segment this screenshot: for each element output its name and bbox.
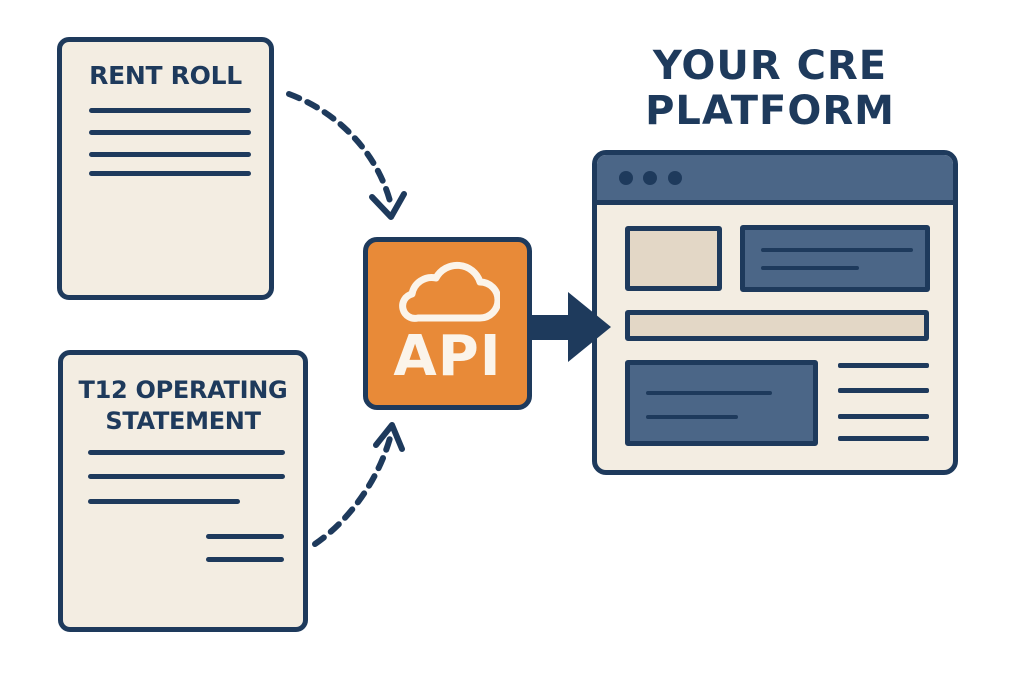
window-titlebar — [597, 155, 953, 205]
window-dot — [668, 171, 682, 185]
api-box: API — [363, 237, 532, 410]
text-line — [838, 363, 929, 368]
t12-title-line-1: T12 OPERATING — [78, 376, 288, 404]
card-line — [761, 266, 859, 270]
text-line — [89, 152, 251, 157]
text-line — [89, 130, 251, 135]
card-line — [646, 391, 772, 395]
api-to-platform-arrowhead — [568, 292, 611, 362]
cloud-icon — [399, 261, 500, 322]
text-line — [89, 171, 251, 176]
text-line — [206, 557, 284, 562]
arrowhead-icon — [373, 422, 405, 452]
text-line — [88, 474, 285, 479]
content-card — [625, 360, 818, 446]
window-dot — [643, 171, 657, 185]
platform-window — [592, 150, 958, 475]
api-label: API — [393, 324, 502, 389]
platform-title-line-1: YOUR CRE — [652, 43, 888, 89]
content-bar — [625, 310, 929, 341]
text-line — [838, 436, 929, 441]
rent-roll-to-api-arrow — [286, 91, 394, 208]
text-line — [838, 414, 929, 419]
platform-title: YOUR CRE PLATFORM — [620, 44, 920, 134]
t12-title: T12 OPERATING STATEMENT — [63, 375, 303, 437]
rent-roll-title: RENT ROLL — [89, 61, 242, 90]
api-to-platform-arrow-shaft — [531, 315, 571, 340]
text-line — [206, 534, 284, 539]
content-tile — [625, 226, 722, 291]
text-line — [88, 450, 285, 455]
rent-roll-document: RENT ROLL — [57, 37, 274, 300]
t12-title-line-2: STATEMENT — [105, 407, 261, 435]
card-line — [761, 248, 913, 252]
text-line — [88, 499, 240, 504]
arrowhead-icon — [369, 191, 407, 220]
t12-to-api-arrow — [312, 435, 393, 547]
content-card — [740, 225, 930, 292]
window-dot — [619, 171, 633, 185]
platform-title-line-2: PLATFORM — [645, 88, 895, 134]
text-line — [838, 388, 929, 393]
t12-statement-document: T12 OPERATING STATEMENT — [58, 350, 308, 632]
card-line — [646, 415, 738, 419]
text-line — [89, 108, 251, 113]
